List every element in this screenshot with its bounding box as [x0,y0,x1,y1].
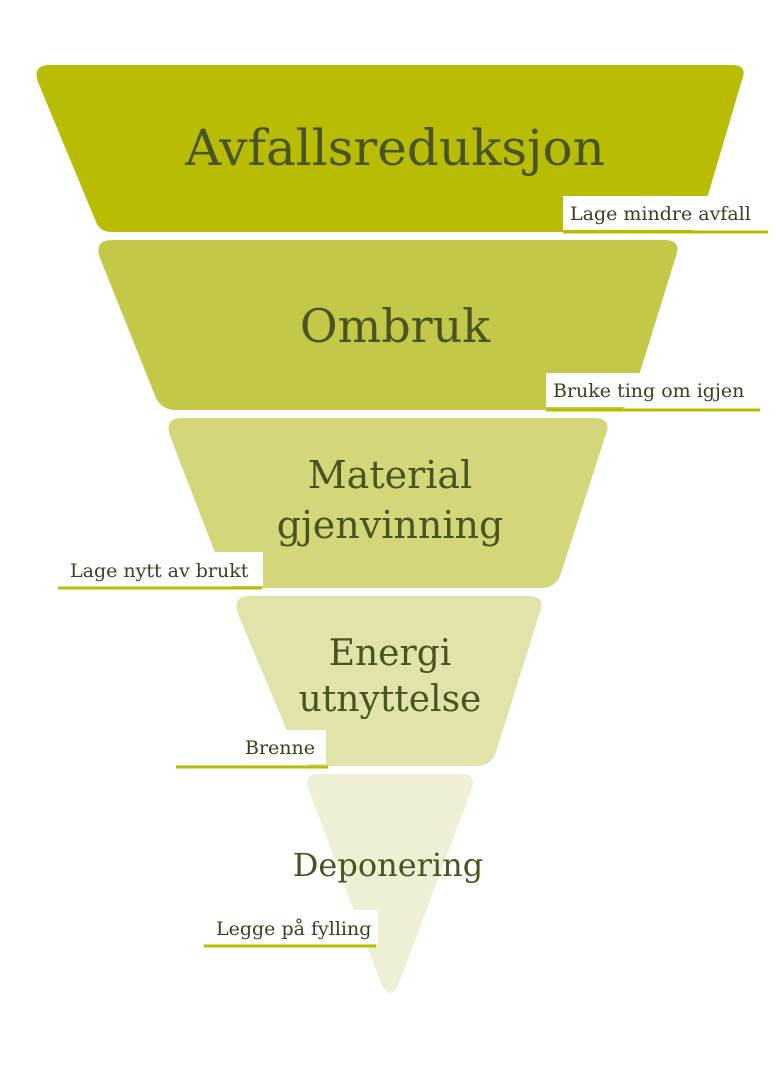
note-box-4 [176,730,326,764]
tier-title-3a: Material [308,453,472,497]
tier-material-gjenvinning: Material gjenvinning Lage nytt av brukt [58,418,608,590]
tier-shape-1 [36,65,744,232]
note-box-5 [206,910,378,944]
tier-title-4a: Energi [329,633,452,674]
tier-shape-2 [98,240,678,410]
note-text-5: Legge på fylling [216,918,371,940]
note-box-1 [563,196,768,230]
tier-title-2: Ombruk [300,299,491,353]
tier-ombruk: Ombruk Bruke ting om igjen [98,240,760,412]
tier-energi-utnyttelse: Energi utnyttelse Brenne [176,596,542,769]
tier-shape-5 [307,774,473,993]
note-text-3: Lage nytt av brukt [70,560,249,582]
tier-title-4b: utnyttelse [299,679,482,720]
tier-shape-4 [236,596,542,766]
note-text-1: Lage mindre avfall [570,203,751,225]
note-box-3 [58,552,263,586]
tier-shape-3 [168,418,608,588]
tier-deponering: Deponering Legge på fylling [204,774,483,993]
note-box-2 [546,373,760,407]
tier-title-3b: gjenvinning [277,503,504,547]
tier-title-1: Avfallsreduksjon [184,119,605,177]
tier-avfallsreduksjon: Avfallsreduksjon Lage mindre avfall [36,65,768,234]
note-text-2: Bruke ting om igjen [553,380,744,402]
note-text-4: Brenne [245,737,315,759]
tier-title-5: Deponering [293,846,484,884]
